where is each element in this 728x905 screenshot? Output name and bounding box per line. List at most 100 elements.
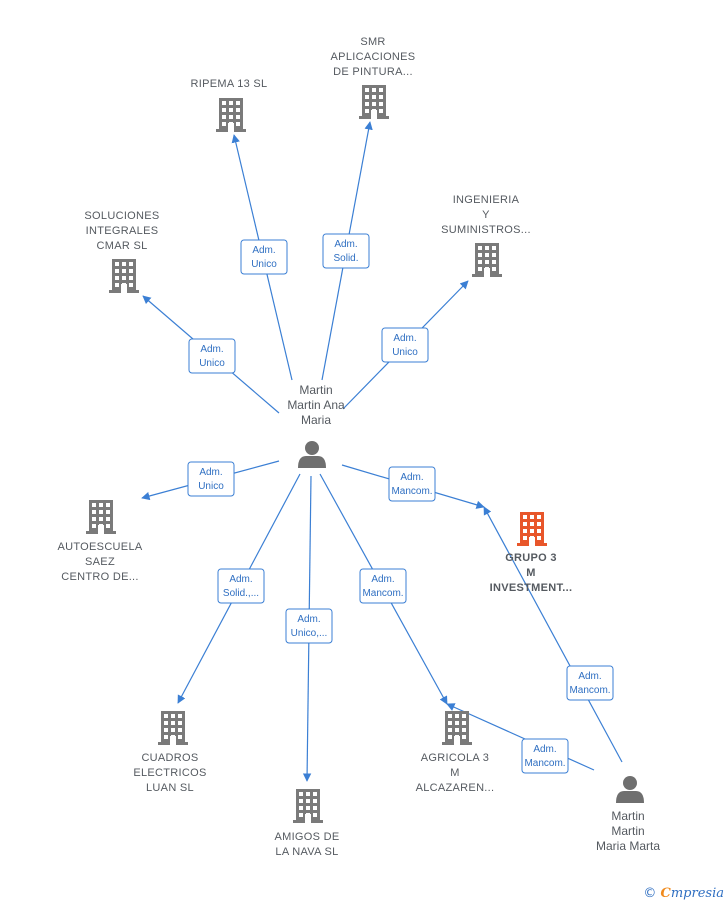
edge-role-text: Mancom. — [524, 758, 565, 769]
edge-role-text: Adm. — [199, 467, 222, 478]
company-name-line: AGRICOLA 3 — [421, 752, 489, 764]
company-name: AGRICOLA 3 M ALCAZAREN... — [416, 752, 495, 794]
company-name-line: AUTOESCUELA — [57, 541, 142, 553]
edge-role-text: Unico — [251, 259, 277, 270]
edge-role-label[interactable]: Adm. Unico,... — [285, 608, 333, 644]
edge-role-label[interactable]: Adm.Solid.,... — [217, 568, 265, 604]
edge-role-text: Adm. — [297, 614, 320, 625]
edge-role-label[interactable]: Adm. Mancom. — [359, 568, 407, 604]
building-icon — [109, 259, 139, 293]
company-node[interactable]: SMR APLICACIONES DE PINTURA... — [331, 36, 416, 119]
edge-role-label[interactable]: Adm. Mancom. — [521, 738, 569, 774]
edge-role-text: Solid. — [333, 253, 358, 264]
company-node[interactable]: RIPEMA 13 SL — [191, 78, 268, 132]
building-icon — [442, 711, 472, 745]
brand-first-letter: C — [660, 886, 671, 901]
edge-role-text: Adm. — [400, 472, 423, 483]
company-name-line: DE PINTURA... — [333, 66, 413, 78]
edge-role-text: Solid.,... — [223, 588, 259, 599]
edge-role-text: Unico — [392, 347, 418, 358]
edge-role-label[interactable]: Adm. Unico — [187, 461, 235, 497]
building-icon — [158, 711, 188, 745]
edge-role-text: Adm. — [533, 744, 556, 755]
edge-role-text: Unico,... — [291, 628, 328, 639]
edge-role-text: Mancom. — [569, 685, 610, 696]
edge-role-label[interactable]: Adm. Unico — [188, 338, 236, 374]
company-name-line: SMR — [360, 36, 385, 48]
company-name-line: INVESTMENT... — [490, 582, 573, 594]
company-name-line: SUMINISTROS... — [441, 224, 531, 236]
company-name: GRUPO 3 M INVESTMENT... — [490, 552, 573, 594]
company-name-line: LA NAVA SL — [275, 846, 338, 858]
edge-role-text: Mancom. — [391, 486, 432, 497]
edge-role-text: Adm. — [252, 245, 275, 256]
edge-role-text: Mancom. — [362, 588, 403, 599]
edge-role-text: Adm. — [334, 239, 357, 250]
company-name-line: CMAR SL — [97, 240, 148, 252]
copyright-symbol: © — [643, 886, 657, 901]
company-name-line: SOLUCIONES — [84, 210, 159, 222]
company-node[interactable]: AUTOESCUELA SAEZ CENTRO DE... — [57, 500, 143, 583]
company-name-line: RIPEMA 13 SL — [191, 78, 268, 90]
company-name: AMIGOS DE LA NAVA SL — [274, 831, 339, 858]
edge-role-text: Unico — [198, 481, 224, 492]
edge-role-text: Adm. — [578, 671, 601, 682]
company-name-line: APLICACIONES — [331, 51, 416, 63]
building-icon — [359, 85, 389, 119]
person-name-line: Maria Marta — [596, 839, 660, 853]
edges-layer — [141, 121, 623, 782]
building-icon — [472, 243, 502, 277]
building-icon — [86, 500, 116, 534]
edge-role-label[interactable]: Adm. Mancom. — [388, 466, 436, 502]
edge-role-text: Adm. — [393, 333, 416, 344]
person-name-line: Martin Ana — [287, 398, 345, 412]
person-icon — [616, 776, 644, 803]
relationship-edge — [483, 506, 623, 763]
company-name-line: LUAN SL — [146, 782, 194, 794]
company-name-line: SAEZ — [85, 556, 115, 568]
company-name: RIPEMA 13 SL — [191, 78, 268, 90]
edge-role-label[interactable]: Adm. Unico — [381, 327, 429, 363]
company-name-line: M — [450, 767, 459, 779]
person-name-line: Martin — [611, 809, 644, 823]
edge-role-label[interactable]: Adm. Solid. — [322, 233, 370, 269]
edge-role-text: Adm. — [200, 344, 223, 355]
company-name-line: GRUPO 3 — [505, 552, 557, 564]
edge-role-text: Adm. — [371, 574, 394, 585]
relationship-edge — [446, 703, 595, 771]
edge-role-text: Unico — [199, 358, 225, 369]
company-name-line: Y — [482, 209, 490, 221]
company-name: SMR APLICACIONES DE PINTURA... — [331, 36, 416, 78]
company-name-line: ALCAZAREN... — [416, 782, 495, 794]
person-name-line: Martin — [299, 383, 332, 397]
company-name-line: M — [526, 567, 535, 579]
company-name-line: CENTRO DE... — [61, 571, 139, 583]
edge-role-label[interactable]: Adm. Unico — [240, 239, 288, 275]
company-name-line: AMIGOS DE — [274, 831, 339, 843]
building-icon — [293, 789, 323, 823]
company-node[interactable]: GRUPO 3 M INVESTMENT... — [490, 512, 573, 594]
edge-role-label[interactable]: Adm. Mancom. — [566, 665, 614, 701]
person-icon — [298, 441, 326, 468]
building-icon — [517, 512, 547, 546]
person-name-line: Martin — [611, 824, 644, 838]
edge-labels-layer: Adm.UnicoAdm.Solid.Adm.UnicoAdm.UnicoAdm… — [187, 233, 614, 774]
building-icon — [216, 98, 246, 132]
company-name-line: CUADROS — [141, 752, 198, 764]
company-node[interactable]: AGRICOLA 3 M ALCAZAREN... — [416, 711, 495, 794]
brand-rest: mpresia — [670, 886, 724, 901]
person-name-line: Maria — [301, 413, 331, 427]
company-node[interactable]: AMIGOS DE LA NAVA SL — [274, 789, 339, 858]
